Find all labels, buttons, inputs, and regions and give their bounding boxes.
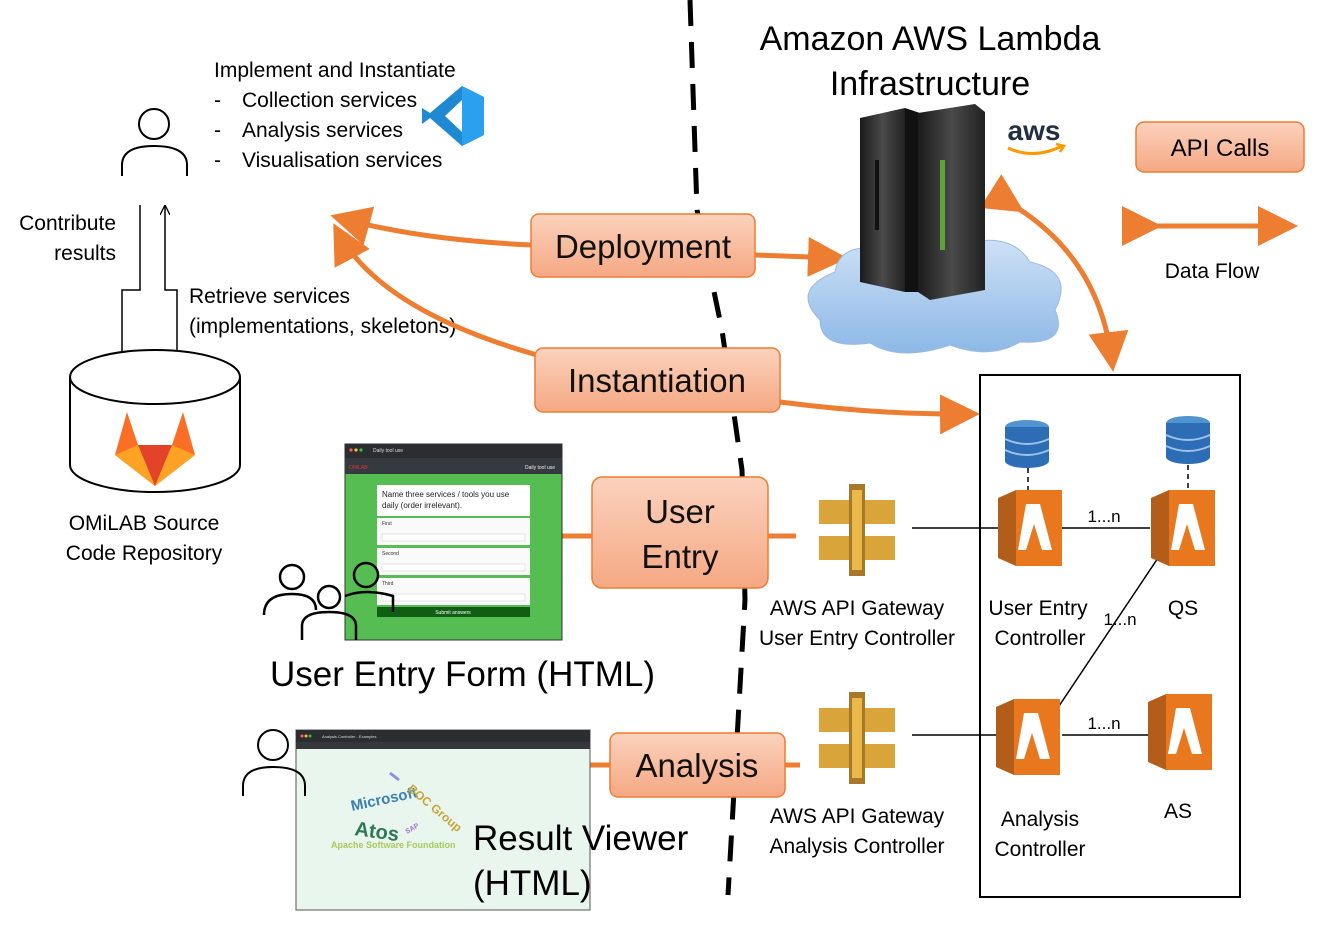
lambda-as-label: AS [1164, 800, 1192, 823]
instantiation-to-developer-arrow [333, 223, 538, 358]
multiplicity-label: 1...n [1087, 507, 1120, 526]
lambda-icon-as [1148, 694, 1212, 770]
connection-lines [912, 465, 1189, 736]
lambda-user-entry-label-2: Controller [994, 627, 1085, 650]
instantiation-box: Instantiation [534, 347, 781, 413]
lambda-analysis-label: Analysis [1001, 808, 1079, 831]
bullet-visualisation: Visualisation services [242, 149, 442, 172]
analysis-box: Analysis [609, 732, 786, 798]
dynamodb-icon [1004, 420, 1050, 468]
svg-text:Daily tool use: Daily tool use [373, 448, 403, 454]
retrieve-arrow [165, 206, 178, 372]
result-viewer-screenshot: Analysis Controller - Examples Microsoft… [295, 729, 591, 911]
bullet: - [214, 89, 221, 112]
deployment-to-developer-arrow [330, 206, 533, 248]
user-entry-form-caption: User Entry Form (HTML) [270, 655, 655, 694]
svg-text:Second: Second [382, 551, 399, 557]
svg-text:Name three services / tools yo: Name three services / tools you use [382, 490, 510, 499]
svg-text:Submit answers: Submit answers [435, 610, 471, 616]
viewer-person-icon [242, 729, 306, 796]
instantiation-to-lambda-arrow [779, 394, 980, 435]
deployment-label: Deployment [555, 228, 731, 265]
api-gateway-icon-analysis [819, 692, 895, 784]
deployment-to-aws-arrow [754, 236, 848, 277]
lambda-icon-analysis [996, 699, 1060, 775]
mainframe-server-icon [860, 104, 985, 300]
deployment-box: Deployment [530, 213, 756, 278]
user-entry-form-screenshot: Daily tool use OMiLAB Daily tool use Nam… [344, 443, 563, 641]
gateway-analysis-label: AWS API Gateway [770, 805, 945, 828]
user-entry-box: User Entry [591, 476, 769, 589]
lambda-icon-qs [1151, 490, 1215, 566]
retrieve-label-2: (implementations, skeletons) [189, 315, 456, 338]
service-list: - Collection services - Analysis service… [214, 89, 442, 172]
instantiation-label: Instantiation [568, 362, 746, 399]
vscode-icon [422, 86, 484, 146]
implement-heading: Implement and Instantiate [214, 59, 456, 82]
gitlab-icon [115, 412, 195, 486]
svg-text:daily (order irrelevant).: daily (order irrelevant). [382, 501, 462, 510]
aws-logo: aws [1007, 115, 1067, 155]
bullet: - [214, 119, 221, 142]
repository-label: OMiLAB Source [69, 512, 220, 535]
svg-text:Daily tool use: Daily tool use [525, 465, 555, 471]
gateway-analysis-label-2: Analysis Controller [769, 835, 944, 858]
result-viewer-caption-2: (HTML) [473, 864, 592, 903]
bullet: - [214, 149, 221, 172]
aws-title-2: Infrastructure [830, 65, 1030, 103]
dynamodb-icon [1165, 416, 1211, 464]
user-entry-label-2: Entry [641, 538, 719, 575]
analysis-label: Analysis [636, 747, 759, 784]
aws-title: Amazon AWS Lambda [760, 20, 1101, 58]
user-entry-label: User [645, 493, 715, 530]
retrieve-label: Retrieve services [189, 285, 350, 308]
svg-text:aws: aws [1008, 115, 1061, 146]
lambda-container [979, 374, 1241, 898]
svg-text:Apache Software Foundation: Apache Software Foundation [331, 840, 456, 850]
users-group-icon [262, 561, 395, 640]
svg-text:Third: Third [382, 581, 394, 587]
contribute-arrow [122, 205, 141, 372]
gateway-user-entry-label-2: User Entry Controller [759, 627, 955, 650]
gateway-user-entry-label: AWS API Gateway [770, 597, 945, 620]
developer-person-icon [121, 108, 188, 176]
result-viewer-caption: Result Viewer [473, 819, 689, 858]
bullet-analysis: Analysis services [242, 119, 403, 142]
svg-text:Analysis Controller - Examples: Analysis Controller - Examples [322, 734, 376, 739]
lambda-qs-label: QS [1168, 597, 1198, 620]
lambda-user-entry-label: User Entry [988, 597, 1088, 620]
aws-lambda-data-flow-arrow [979, 174, 1129, 372]
multiplicity-label: 1...n [1087, 714, 1120, 733]
api-calls-legend: API Calls [1135, 121, 1305, 173]
data-flow-label: Data Flow [1165, 260, 1260, 283]
multiplicity-label: 1...n [1103, 610, 1136, 629]
api-gateway-icon-user-entry [819, 484, 895, 576]
svg-text:OMiLAB: OMiLAB [349, 465, 368, 471]
lambda-icon-user-entry [998, 490, 1062, 566]
repository-label-2: Code Repository [66, 542, 223, 565]
repository-cylinder [69, 349, 241, 493]
contribute-label-2: results [54, 242, 116, 265]
flow-arrows [330, 174, 1298, 768]
contribute-label: Contribute [19, 212, 116, 235]
bullet-collection: Collection services [242, 89, 417, 112]
lambda-analysis-label-2: Controller [994, 838, 1085, 861]
svg-text:First: First [382, 521, 392, 527]
api-calls-label: API Calls [1171, 135, 1270, 162]
